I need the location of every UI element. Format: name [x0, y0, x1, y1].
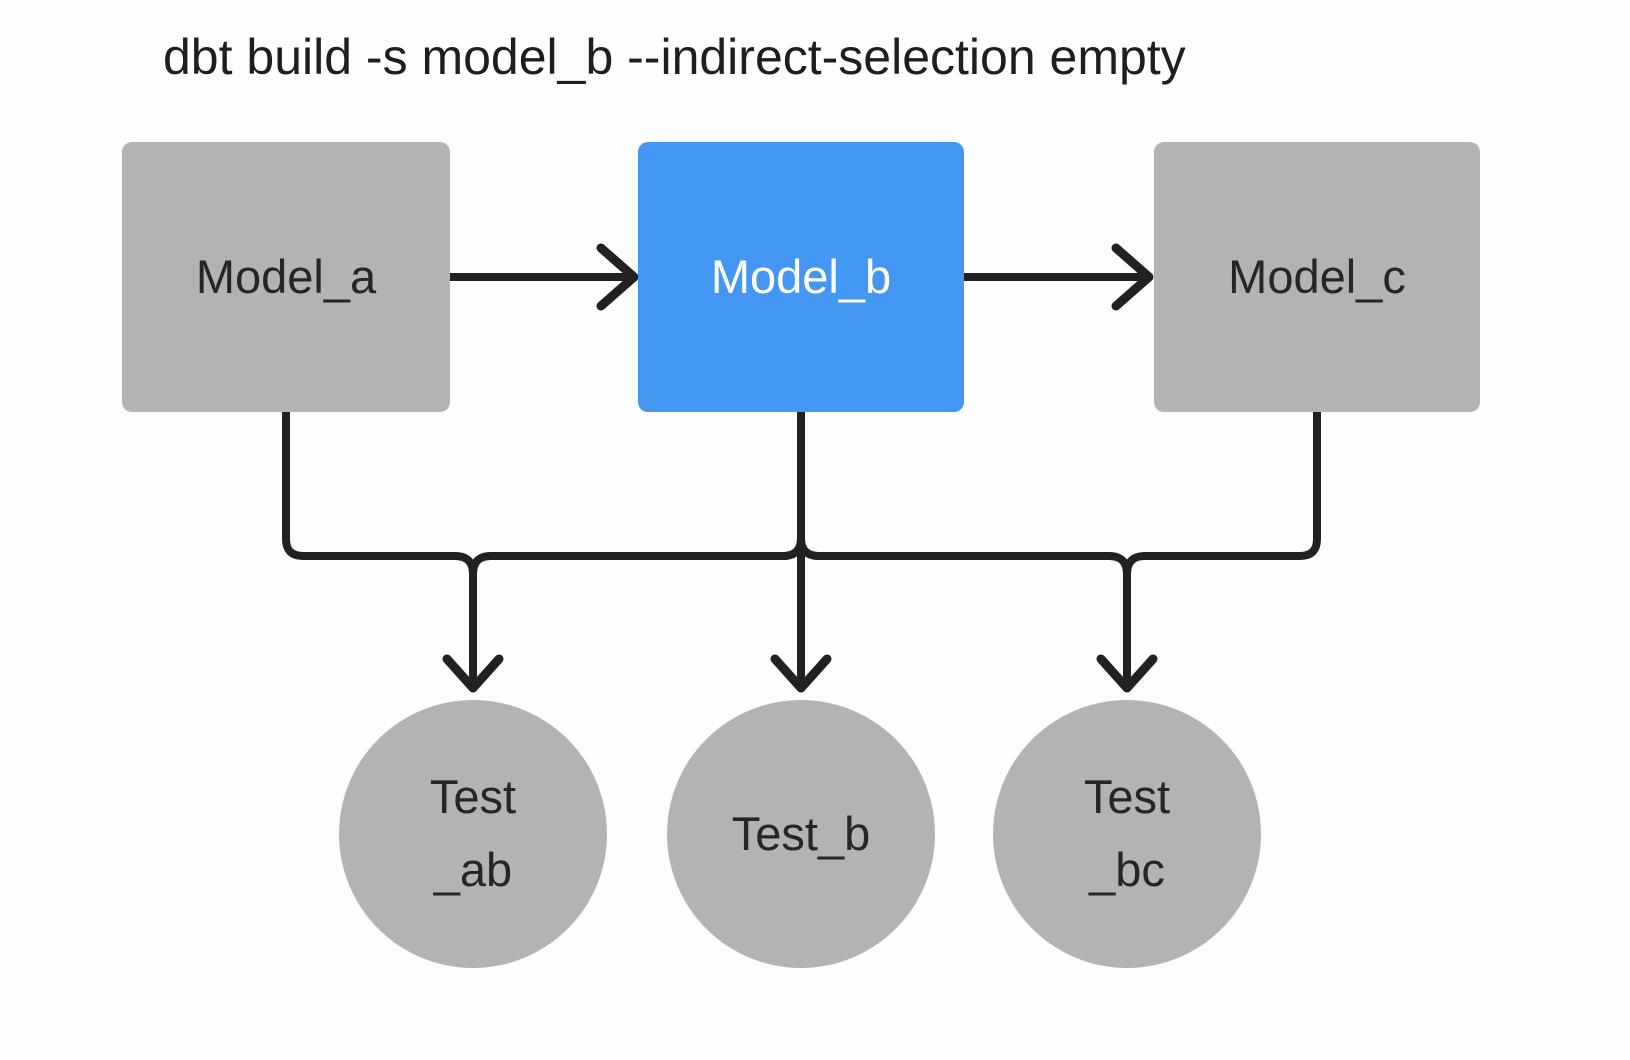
arrowhead-down-icon [1096, 654, 1158, 693]
node-test-ab: Test _ab [339, 700, 607, 968]
arrowhead-right-icon [596, 243, 639, 311]
edge-model-b-to-test-ab [469, 537, 805, 575]
node-model-c: Model_c [1154, 142, 1480, 412]
node-model-c-label: Model_c [1228, 249, 1406, 303]
node-model-a: Model_a [122, 142, 450, 412]
node-test-bc-label: Test _bc [1083, 770, 1171, 896]
arrowhead-down-icon [770, 654, 832, 693]
edge-model-b-to-test-bc [797, 537, 1131, 575]
arrowhead-down-icon [442, 654, 504, 693]
node-model-a-label: Model_a [195, 249, 377, 303]
node-test-bc: Test _bc [993, 700, 1261, 968]
node-model-b: Model_b [638, 142, 964, 412]
node-test-b: Test_b [667, 700, 935, 968]
diagram-title: dbt build -s model_b --indirect-selectio… [163, 29, 1186, 85]
node-test-b-label: Test_b [731, 806, 871, 860]
node-test-ab-label: Test _ab [429, 770, 517, 896]
edge-model-c-to-test-bc [1123, 412, 1321, 684]
edge-model-a-to-test-ab [282, 412, 477, 684]
node-model-b-label: Model_b [710, 249, 892, 303]
arrowhead-right-icon [1111, 243, 1154, 311]
